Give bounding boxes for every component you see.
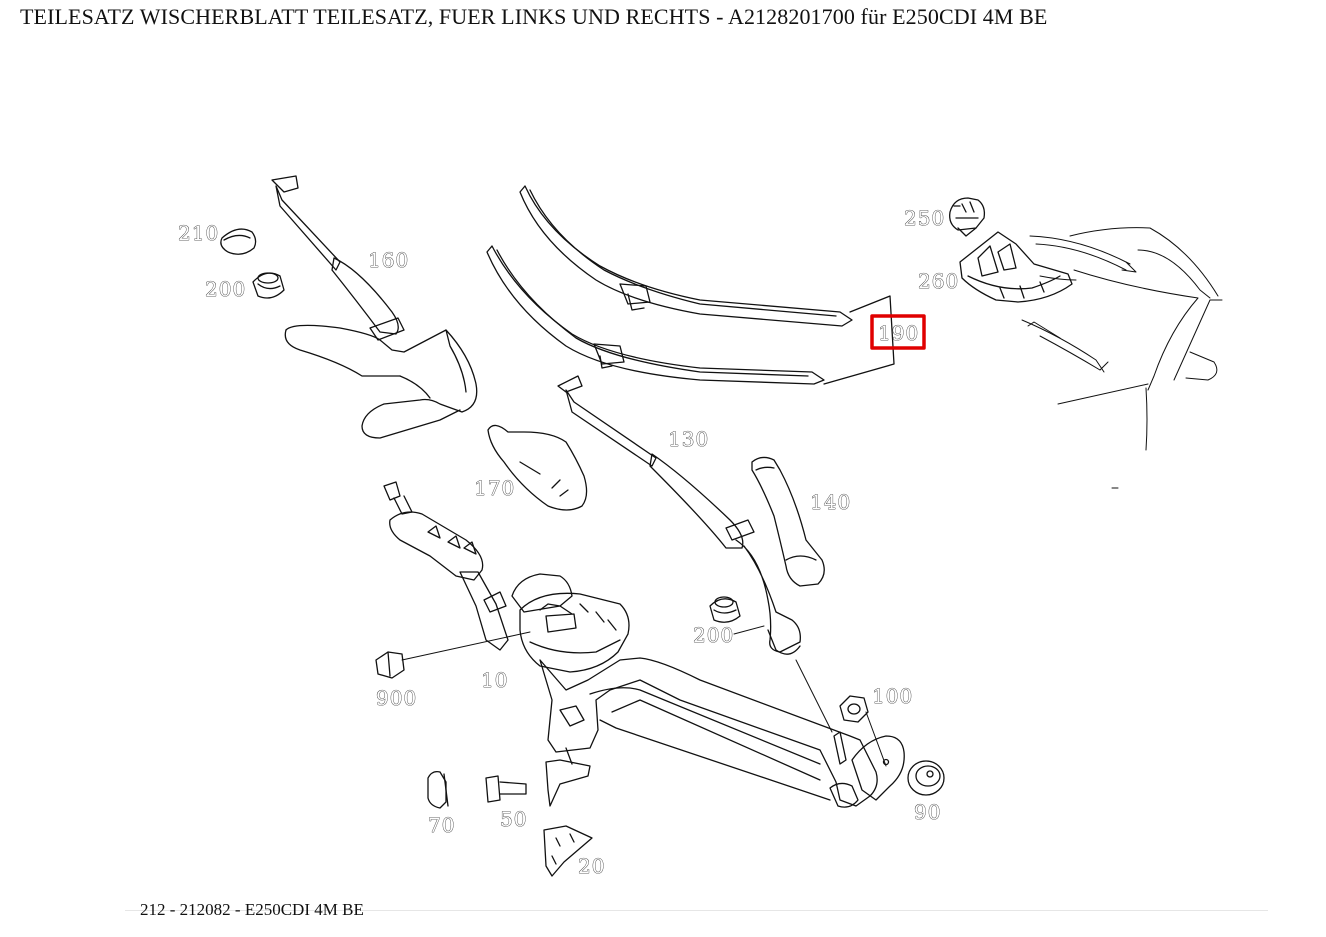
part-210-cap[interactable] <box>220 228 257 255</box>
label-170[interactable]: 170 <box>474 476 515 501</box>
label-20[interactable]: 20 <box>578 854 605 879</box>
label-130[interactable]: 130 <box>668 427 709 452</box>
part-100-nut[interactable] <box>839 695 869 723</box>
part-50-bolt[interactable] <box>485 775 527 803</box>
label-70[interactable]: 70 <box>428 813 455 838</box>
label-200-top[interactable]: 200 <box>205 277 246 302</box>
part-170-cover[interactable] <box>487 424 588 511</box>
part-140-hose[interactable] <box>751 456 825 587</box>
label-260[interactable]: 260 <box>918 269 959 294</box>
part-90-grommet[interactable] <box>907 760 945 796</box>
page-title: TEILESATZ WISCHERBLATT TEILESATZ, FUER L… <box>20 4 1048 29</box>
label-10[interactable]: 10 <box>481 668 508 693</box>
label-900[interactable]: 900 <box>376 686 417 711</box>
car-windshield-reference <box>1021 227 1223 489</box>
part-260-cover[interactable] <box>959 231 1073 303</box>
footer-model-info: 212 - 212082 - E250CDI 4M BE <box>140 900 364 919</box>
label-90[interactable]: 90 <box>914 800 941 825</box>
label-210[interactable]: 210 <box>178 221 219 246</box>
label-160[interactable]: 160 <box>368 248 409 273</box>
part-200-cap-top[interactable] <box>252 272 285 299</box>
label-140[interactable]: 140 <box>810 490 851 515</box>
footer-divider <box>125 910 1268 911</box>
leader-lines <box>401 625 887 767</box>
label-190[interactable]: 190 <box>878 321 919 346</box>
label-50[interactable]: 50 <box>500 807 527 832</box>
part-200-cap-middle[interactable] <box>709 596 741 623</box>
label-100[interactable]: 100 <box>872 684 913 709</box>
part-250-clip[interactable] <box>949 197 986 237</box>
part-130-wiper-arm-right[interactable] <box>557 375 801 655</box>
part-20-brackets[interactable] <box>543 747 593 877</box>
label-250[interactable]: 250 <box>904 206 945 231</box>
part-900-bushing[interactable] <box>375 651 405 679</box>
part-10-wiper-linkage-motor[interactable] <box>383 481 905 808</box>
label-200-middle[interactable]: 200 <box>693 623 734 648</box>
highlight-box-190 <box>870 314 926 350</box>
part-70-plug[interactable] <box>427 770 449 809</box>
part-160-wiper-arm-left[interactable] <box>271 175 478 439</box>
part-190-wiper-blades[interactable] <box>486 185 895 385</box>
